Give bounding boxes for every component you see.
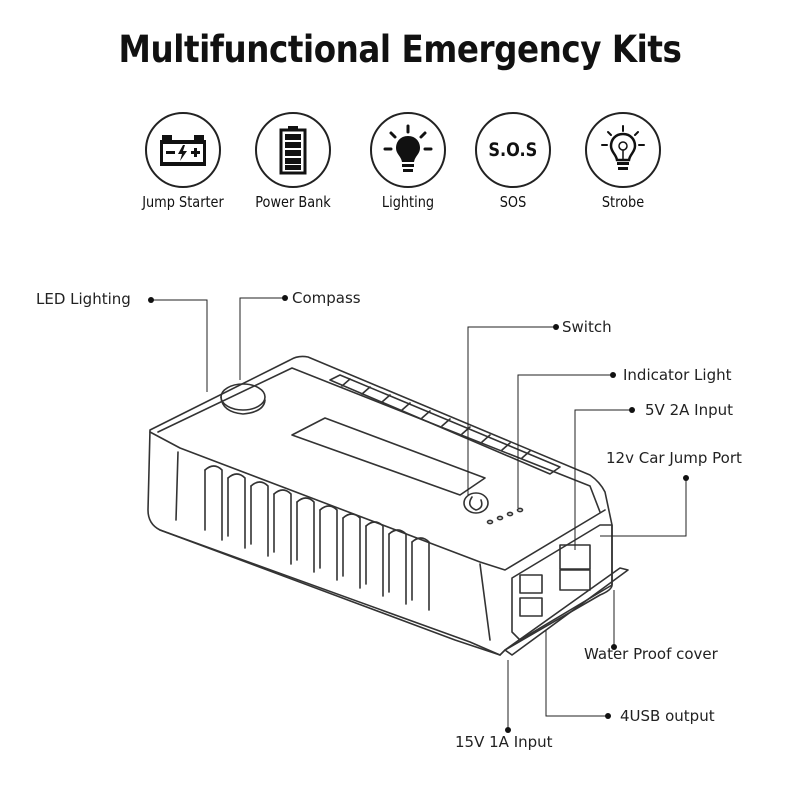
feature-lighting: Lighting <box>360 112 456 211</box>
leader-dots <box>148 295 689 733</box>
leader-lines <box>151 297 687 730</box>
callout-led-lighting: LED Lighting <box>36 290 131 308</box>
strobe-bulb-icon <box>585 112 661 188</box>
feature-label: Power Bank <box>255 193 331 211</box>
light-bulb-icon <box>370 112 446 188</box>
callout-water-proof-cover: Water Proof cover <box>584 645 718 663</box>
feature-sos: S.O.S SOS <box>465 112 561 211</box>
feature-label: SOS <box>499 193 527 211</box>
feature-strobe: Strobe <box>575 112 671 211</box>
battery-icon <box>255 112 331 188</box>
feature-label: Lighting <box>381 193 435 211</box>
feature-jump-starter: Jump Starter <box>135 112 231 211</box>
callout-compass: Compass <box>292 289 361 307</box>
callout-car-jump-port: 12v Car Jump Port <box>606 449 742 467</box>
sos-badge-text: S.O.S <box>488 139 538 161</box>
sos-icon: S.O.S <box>475 112 551 188</box>
callout-indicator-light: Indicator Light <box>623 366 732 384</box>
callout-15v-input: 15V 1A Input <box>455 733 553 751</box>
callout-5v-input: 5V 2A Input <box>645 401 733 419</box>
feature-label: Jump Starter <box>142 193 224 211</box>
jump-starter-device <box>147 355 629 656</box>
callout-switch: Switch <box>562 318 612 336</box>
car-battery-icon <box>145 112 221 188</box>
page-title: Multifunctional Emergency Kits <box>118 28 682 71</box>
feature-power-bank: Power Bank <box>245 112 341 211</box>
feature-label: Strobe <box>601 193 645 211</box>
callout-usb-output: 4USB output <box>620 707 715 725</box>
